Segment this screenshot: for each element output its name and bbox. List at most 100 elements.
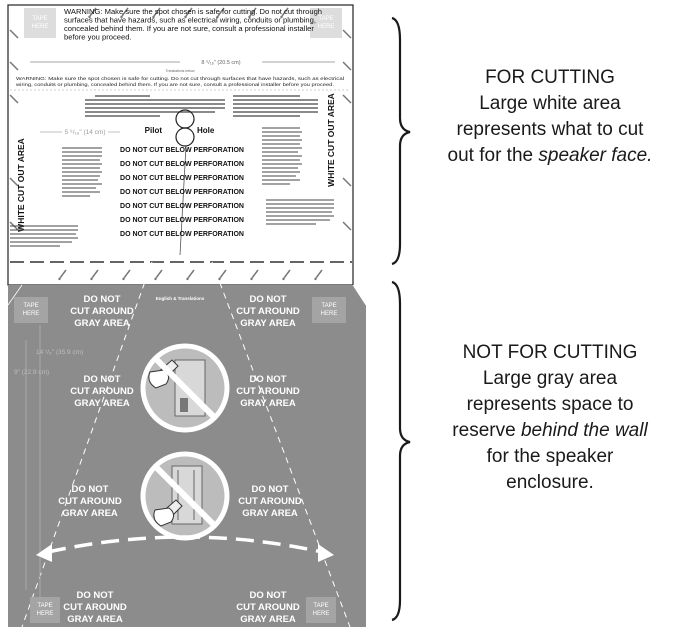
tape-box-gray-top-right <box>312 297 346 323</box>
gray-label-8-line-3: GRAY AREA <box>240 614 296 625</box>
tape-label-top-left-line1: TAPE <box>32 16 47 22</box>
cutting-line-3-prefix: out for the <box>447 145 539 166</box>
tape-label-gray-top-left-line2: HERE <box>23 311 40 317</box>
swing-arc-arrow <box>36 535 334 562</box>
cutting-line-3: out for the speaker face. <box>412 143 688 169</box>
do-not-cut-below-3: DO NOT CUT BELOW PERFORATION <box>120 175 244 182</box>
white-cut-out-area-left-label: WHITE CUT OUT AREA <box>16 138 26 232</box>
gray-label-6-line-3: GRAY AREA <box>242 508 298 519</box>
secondary-warning-line-2: wiring, conduits or plumbing, concealed … <box>16 82 334 87</box>
gray-label-1-line-2: CUT AROUND <box>70 306 134 317</box>
tape-label-gray-top-right-line2: HERE <box>321 311 338 317</box>
gray-label-1-line-1: DO NOT <box>84 294 121 305</box>
gray-label-1-line-3: GRAY AREA <box>74 318 130 329</box>
diverging-guide-lines <box>21 261 351 627</box>
tape-box-gray-bottom-right <box>306 597 336 623</box>
brace-cutting <box>391 16 411 266</box>
tape-label-gray-bottom-left-line2: HERE <box>37 611 54 617</box>
gray-label-5-line-2: CUT AROUND <box>58 496 122 507</box>
tape-label-top-right-line1: TAPE <box>318 16 333 22</box>
do-not-cut-below-1: DO NOT CUT BELOW PERFORATION <box>120 147 244 154</box>
gray-label-2-line-2: CUT AROUND <box>236 306 300 317</box>
gray-label-4-line-1: DO NOT <box>250 374 287 385</box>
gray-label-7-line-2: CUT AROUND <box>63 602 127 613</box>
cutting-line-3-emphasis: speaker face. <box>538 145 653 166</box>
tape-label-gray-bottom-right-line1: TAPE <box>313 603 328 609</box>
gray-area-labels: DO NOT CUT AROUND GRAY AREA DO NOT CUT A… <box>58 294 302 625</box>
not-cutting-line-3-emphasis: behind the wall <box>520 420 648 441</box>
do-not-cut-below-2: DO NOT CUT BELOW PERFORATION <box>120 161 244 168</box>
tape-box-top-left <box>24 8 56 38</box>
tape-label-gray-bottom-right-line2: HERE <box>313 611 330 617</box>
gray-label-6-line-2: CUT AROUND <box>238 496 302 507</box>
gray-label-4-line-2: CUT AROUND <box>236 386 300 397</box>
do-not-cut-below-stack: DO NOT CUT BELOW PERFORATION DO NOT CUT … <box>120 147 244 238</box>
do-not-cut-below-7: DO NOT CUT BELOW PERFORATION <box>120 231 244 238</box>
main-warning-line-2: surfaces that have hazards, such as elec… <box>64 16 316 25</box>
not-cutting-line-1: Large gray area <box>482 368 618 389</box>
tape-box-gray-top-left <box>14 297 48 323</box>
gray-label-6-line-1: DO NOT <box>252 484 289 495</box>
width-dimension-label: 8 ⁵/₁₆" (20.5 cm) <box>201 59 240 66</box>
hole-label: Hole <box>197 126 215 135</box>
fine-print-warning-bottom-right <box>266 199 334 225</box>
gray-label-5-line-1: DO NOT <box>72 484 109 495</box>
tape-box-top-right <box>310 8 342 38</box>
secondary-warning: WARNING: Make sure the spot chosen is sa… <box>16 76 344 87</box>
fine-print-warning-right <box>262 127 302 185</box>
gray-label-3-line-3: GRAY AREA <box>74 398 130 409</box>
translations-note: Translations below <box>165 69 195 73</box>
gray-label-2-line-3: GRAY AREA <box>240 318 296 329</box>
gray-dimension-label-2: 9" (22.9 cm) <box>14 369 49 376</box>
do-not-cut-below-6: DO NOT CUT BELOW PERFORATION <box>120 217 244 224</box>
gray-label-7-line-3: GRAY AREA <box>67 614 123 625</box>
tape-box-gray-bottom-left <box>30 597 60 623</box>
gray-reserved-area: TAPE HERE TAPE HERE TAPE HERE TAPE HERE … <box>7 261 367 627</box>
tape-label-gray-bottom-left-line1: TAPE <box>37 603 52 609</box>
white-cutout-sheet: TAPE HERE TAPE HERE WARNING: Make sure t… <box>7 4 354 286</box>
main-warning-line-3: concealed behind them. If you are not su… <box>64 24 314 33</box>
gray-label-7-line-1: DO NOT <box>77 590 114 601</box>
fine-print-warning-bottom-left <box>10 225 78 247</box>
do-not-cut-below-5: DO NOT CUT BELOW PERFORATION <box>120 203 244 210</box>
not-cutting-line-3-prefix: reserve <box>452 420 521 441</box>
center-guide-line <box>179 145 187 256</box>
tape-label-gray-top-right-line1: TAPE <box>321 303 336 309</box>
gray-label-4-line-3: GRAY AREA <box>240 398 296 409</box>
gray-label-8-line-2: CUT AROUND <box>236 602 300 613</box>
gray-label-3-line-2: CUT AROUND <box>70 386 134 397</box>
main-warning-line-4: before you proceed. <box>64 33 132 42</box>
gray-label-5-line-3: GRAY AREA <box>62 508 118 519</box>
not-cutting-title: NOT FOR CUTTING <box>462 342 638 363</box>
do-not-cut-below-4: DO NOT CUT BELOW PERFORATION <box>120 189 244 196</box>
cutting-line-1: Large white area <box>479 93 621 114</box>
brace-not-cutting <box>391 280 411 622</box>
tape-label-gray-top-left-line1: TAPE <box>23 303 38 309</box>
outlet-icon <box>180 398 188 412</box>
english-translations-label: English & Translations <box>156 296 205 301</box>
fine-print-warning-left <box>62 147 102 197</box>
pilot-label: Pilot <box>145 126 163 135</box>
not-cutting-line-4: for the speaker <box>486 446 614 467</box>
white-cut-out-area-right-label: WHITE CUT OUT AREA <box>326 93 336 187</box>
main-warning: WARNING: Make sure the spot chosen is sa… <box>64 7 322 42</box>
not-cutting-line-2: represents space to <box>466 394 634 415</box>
gray-label-8-line-1: DO NOT <box>250 590 287 601</box>
tape-label-top-left-line2: HERE <box>32 24 49 30</box>
main-warning-line-1: WARNING: Make sure the spot chosen is sa… <box>64 7 322 16</box>
not-cutting-line-5: enclosure. <box>506 472 594 493</box>
gray-dimension-label-1: 14 ¹/₈" (35.9 cm) <box>36 349 83 356</box>
fine-print-warning-top-center <box>85 95 225 117</box>
pilot-hole-circle-bottom <box>175 127 195 147</box>
not-cutting-line-3: reserve behind the wall <box>412 418 688 444</box>
tape-label-top-right-line2: HERE <box>318 24 335 30</box>
side-hatch-marks <box>9 29 352 231</box>
fine-print-warning-right-top <box>233 95 318 117</box>
gray-label-2-line-1: DO NOT <box>250 294 287 305</box>
no-cutting-icon-lower <box>140 451 230 541</box>
cutting-title: FOR CUTTING <box>485 67 615 88</box>
cutting-explanation: FOR CUTTING Large white area represents … <box>412 65 688 169</box>
gray-label-3-line-1: DO NOT <box>84 374 121 385</box>
cutting-line-2: represents what to cut <box>456 119 644 140</box>
